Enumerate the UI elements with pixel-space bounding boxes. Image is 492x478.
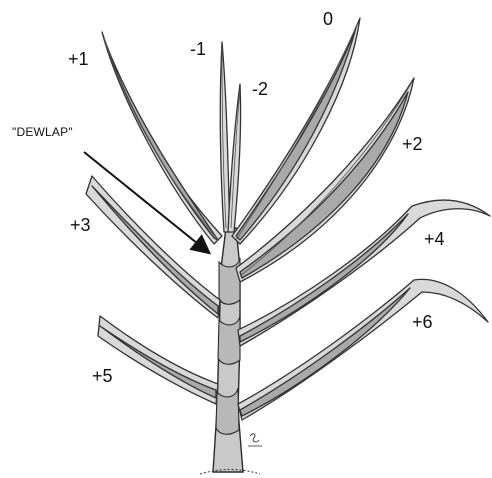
label-leaf-minus-1: -1 <box>190 40 206 58</box>
label-leaf-0: 0 <box>323 10 333 28</box>
label-leaf-plus-4: +4 <box>424 230 445 248</box>
artist-signature <box>248 434 262 446</box>
label-leaf-plus-1: +1 <box>68 50 89 68</box>
label-leaf-minus-2: -2 <box>252 80 268 98</box>
label-leaf-plus-6: +6 <box>412 313 433 331</box>
label-leaf-plus-2: +2 <box>402 135 423 153</box>
dewlap-annotation: "DEWLAP" <box>12 126 73 138</box>
label-leaf-plus-3: +3 <box>70 216 91 234</box>
label-leaf-plus-5: +5 <box>92 367 113 385</box>
leaf-0 <box>232 18 360 244</box>
leaf-plus-6 <box>238 279 488 420</box>
leaf-shading <box>92 186 218 314</box>
